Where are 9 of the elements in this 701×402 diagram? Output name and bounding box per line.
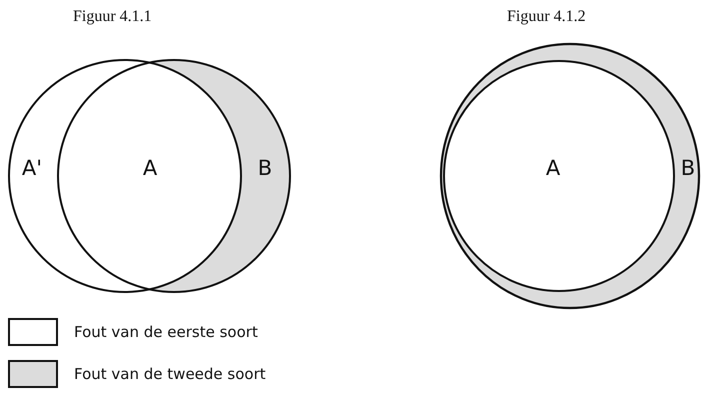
region-label: A: [546, 156, 560, 180]
region-label: A: [142, 156, 158, 180]
legend-text: Fout van de eerste soort: [74, 323, 258, 341]
legend-text: Fout van de tweede soort: [74, 365, 266, 383]
region-label: B: [258, 156, 272, 180]
figure-title: Figuur 4.1.2: [507, 8, 586, 26]
region-label: B: [680, 156, 696, 180]
figure-title: Figuur 4.1.1: [73, 8, 152, 26]
region-label: A': [22, 156, 42, 180]
